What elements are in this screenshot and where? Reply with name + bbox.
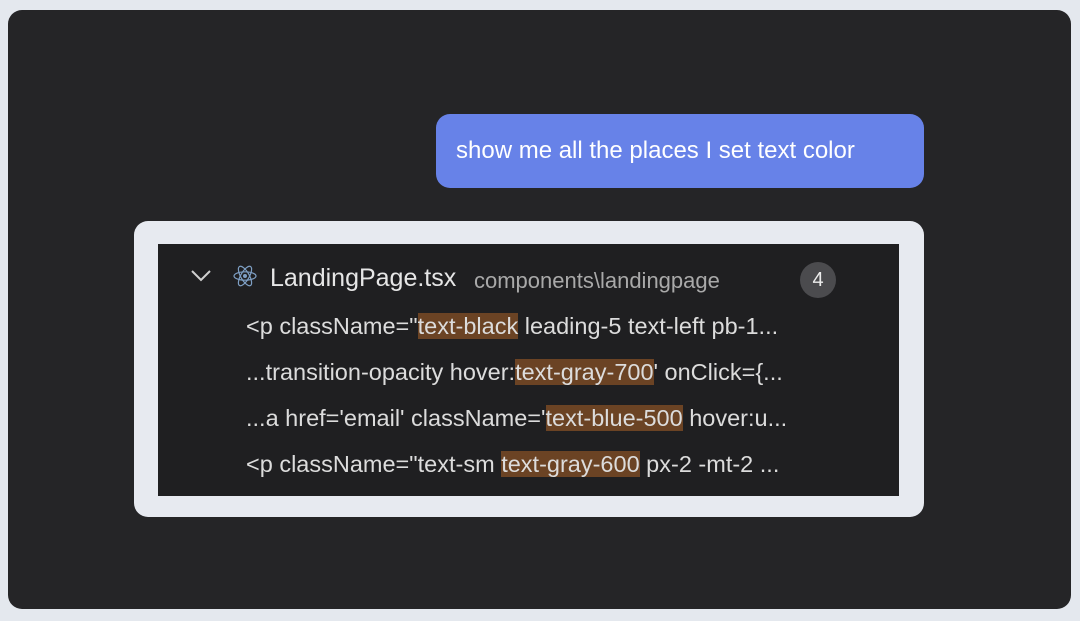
- match-text-before: <p className=": [246, 313, 418, 339]
- user-message-text: show me all the places I set text color: [456, 137, 855, 164]
- match-text-after: ' onClick={...: [653, 359, 783, 385]
- match-highlight: text-gray-700: [515, 359, 654, 385]
- match-text-before: <p className="text-sm: [246, 451, 502, 477]
- match-highlight: text-black: [417, 313, 519, 339]
- search-results: LandingPage.tsx components\landingpage 4…: [158, 244, 899, 496]
- match-text-before: ...a href='email' className=': [246, 405, 546, 431]
- match-count-badge: 4: [800, 262, 836, 298]
- match-highlight: text-blue-500: [545, 405, 683, 431]
- file-path: components\landingpage: [474, 268, 720, 293]
- match-text-before: ...transition-opacity hover:: [246, 359, 516, 385]
- user-message-bubble: show me all the places I set text color: [436, 114, 924, 188]
- match-text-after: hover:u...: [682, 405, 788, 431]
- match-text-after: leading-5 text-left pb-1...: [518, 313, 779, 339]
- match-line[interactable]: <p className="text-sm text-gray-600 px-2…: [246, 446, 886, 482]
- file-name: LandingPage.tsx: [270, 264, 457, 292]
- chevron-down-icon[interactable]: [190, 264, 212, 286]
- match-line[interactable]: ...a href='email' className='text-blue-5…: [246, 400, 886, 436]
- match-line[interactable]: <p className="text-black leading-5 text-…: [246, 308, 886, 344]
- match-text-after: px-2 -mt-2 ...: [639, 451, 780, 477]
- match-line[interactable]: ...transition-opacity hover:text-gray-70…: [246, 354, 886, 390]
- match-highlight: text-gray-600: [501, 451, 640, 477]
- file-result-header[interactable]: LandingPage.tsx components\landingpage 4: [158, 244, 899, 314]
- react-icon: [233, 265, 257, 287]
